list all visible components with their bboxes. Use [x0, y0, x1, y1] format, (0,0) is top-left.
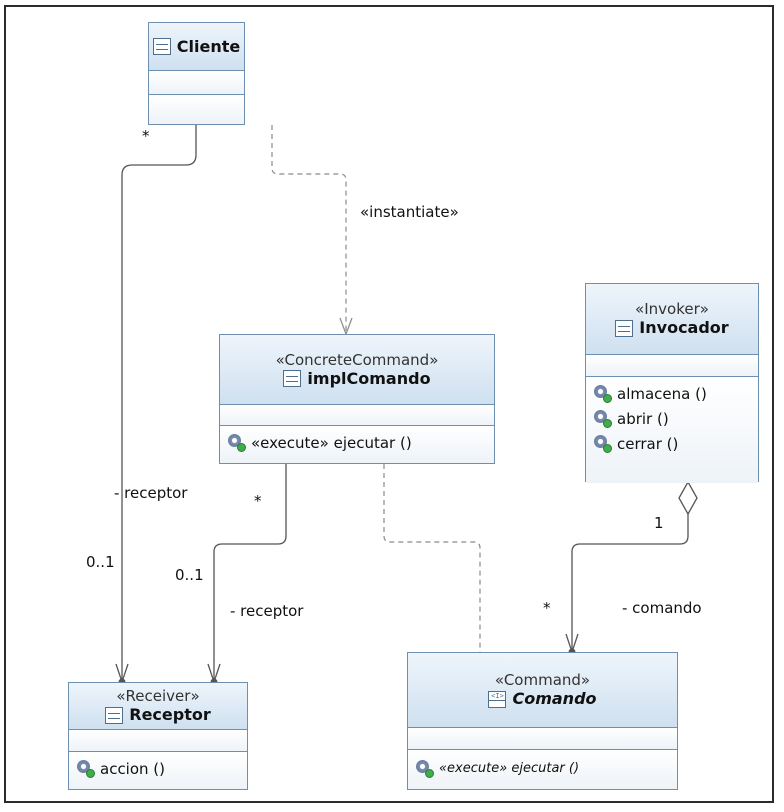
attributes-compartment: [586, 355, 758, 377]
class-name: Receptor: [129, 705, 211, 724]
edge-instantiate: [271, 125, 347, 334]
interface-icon: <I>: [488, 690, 507, 708]
class-implcomando[interactable]: «ConcreteCommand» implComando «execute» …: [219, 334, 495, 464]
class-stereotype: «Command»: [494, 671, 591, 689]
class-header: «ConcreteCommand» implComando: [220, 335, 494, 405]
multiplicity-label: 0..1: [86, 553, 115, 571]
operation-label: «execute» ejecutar (): [251, 434, 412, 452]
class-name: Comando: [512, 689, 597, 708]
class-name: Cliente: [176, 36, 241, 56]
operation-label: almacena (): [617, 385, 707, 403]
class-header: «Invoker» Invocador: [586, 284, 758, 355]
operation-gear-icon: [228, 434, 246, 452]
class-header: «Command» <I> Comando: [408, 653, 677, 728]
aggregation-diamond: [678, 480, 698, 516]
operation-gear-icon: [77, 760, 95, 778]
operation-item[interactable]: accion (): [69, 758, 247, 780]
operations-compartment: almacena () abrir () cerrar (): [586, 377, 758, 483]
multiplicity-label: *: [254, 492, 262, 510]
operation-item[interactable]: cerrar (): [586, 433, 758, 455]
edge-impl-receptor: [213, 464, 287, 682]
operation-item[interactable]: «execute» ejecutar (): [408, 758, 677, 780]
operations-compartment: accion (): [69, 752, 247, 789]
interface-comando[interactable]: «Command» <I> Comando «execute» ejecutar…: [407, 652, 678, 790]
diagram-frame: [4, 5, 774, 803]
operations-compartment: «execute» ejecutar (): [220, 426, 494, 463]
role-label: - comando: [622, 599, 702, 617]
operation-item[interactable]: almacena (): [586, 383, 758, 405]
edge-realization: [383, 464, 481, 658]
operations-compartment: [149, 95, 244, 124]
role-label: - receptor: [114, 484, 188, 502]
operation-label: «execute» ejecutar (): [439, 761, 580, 776]
class-name: implComando: [307, 368, 431, 388]
multiplicity-label: *: [142, 127, 150, 145]
role-label: - receptor: [230, 602, 304, 620]
class-icon: [105, 706, 124, 724]
operation-label: abrir (): [617, 410, 669, 428]
operation-item[interactable]: «execute» ejecutar (): [220, 432, 494, 454]
operation-label: cerrar (): [617, 435, 679, 453]
operation-gear-icon: [594, 435, 612, 453]
class-stereotype: «Invoker»: [635, 300, 709, 318]
edge-cliente-receptor: [121, 125, 197, 682]
operation-gear-icon: [594, 410, 612, 428]
class-stereotype: «Receiver»: [116, 687, 200, 705]
class-header: Cliente: [149, 23, 244, 71]
multiplicity-label: *: [543, 599, 551, 617]
class-receptor[interactable]: «Receiver» Receptor accion (): [68, 682, 248, 790]
operation-item[interactable]: abrir (): [586, 408, 758, 430]
operations-compartment: «execute» ejecutar (): [408, 750, 677, 789]
operation-gear-icon: [594, 385, 612, 403]
operation-gear-icon: [416, 760, 434, 778]
attributes-compartment: [149, 71, 244, 95]
multiplicity-label: 1: [654, 514, 664, 532]
edge-aggregation: [571, 514, 689, 652]
attributes-compartment: [69, 730, 247, 752]
class-name: Invocador: [639, 318, 729, 337]
attributes-compartment: [220, 405, 494, 426]
class-invocador[interactable]: «Invoker» Invocador almacena () abrir ()…: [585, 283, 759, 483]
class-header: «Receiver» Receptor: [69, 683, 247, 730]
class-icon: [283, 370, 302, 387]
class-icon: [615, 319, 634, 337]
class-stereotype: «ConcreteCommand»: [275, 350, 439, 369]
class-cliente[interactable]: Cliente: [148, 22, 245, 125]
multiplicity-label: 0..1: [175, 566, 204, 584]
class-icon: [152, 38, 171, 55]
attributes-compartment: [408, 728, 677, 750]
operation-label: accion (): [100, 760, 166, 778]
stereotype-label: «instantiate»: [360, 203, 459, 221]
